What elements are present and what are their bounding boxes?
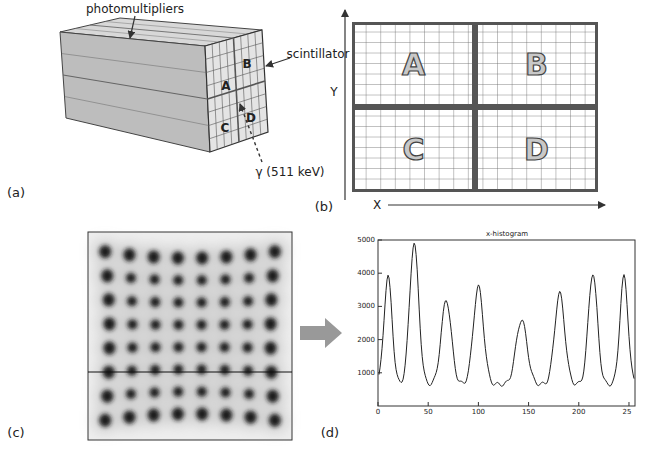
gamma-label: γ (511 keV) (255, 166, 324, 178)
axis-label: Y (330, 86, 337, 98)
detector-quadrant: C (352, 107, 475, 192)
quadrant-letter: A (402, 50, 425, 80)
detector-quadrant: D (475, 107, 598, 192)
part-label: photomultipliers (86, 3, 184, 15)
block-letter: A (221, 80, 230, 92)
tick-label: 4000 (357, 270, 375, 277)
tick-label: 3000 (357, 303, 375, 310)
quadrant-letter: B (525, 50, 548, 80)
tick-label: 150 (522, 409, 535, 416)
tick-label: 50 (424, 409, 433, 416)
tick-label: 100 (472, 409, 485, 416)
chart-title: x-histogram (486, 231, 528, 238)
tick-label: 1000 (357, 369, 375, 376)
tick-label: 5000 (357, 237, 375, 244)
tick-label: 25 (623, 409, 632, 416)
tick-label: 2000 (357, 336, 375, 343)
tick-label: 200 (572, 409, 585, 416)
block-letter: C (221, 122, 230, 134)
panel-label: (b) (315, 200, 333, 213)
panel-label: (d) (321, 426, 339, 439)
quadrant-letter: D (524, 135, 549, 165)
detector-quadrant: A (352, 22, 475, 107)
quadrant-letter: C (402, 135, 424, 165)
detector-quadrant: B (475, 22, 598, 107)
crystal-grid (62, 22, 268, 150)
block-letter: B (242, 58, 251, 70)
part-label: scintillator (287, 48, 350, 60)
panel-label: (a) (7, 186, 25, 199)
block-letter: D (246, 112, 256, 124)
axis-ticks (378, 240, 629, 406)
axis-label: X (373, 199, 381, 211)
histogram-curve (379, 243, 634, 386)
flood-map-spots (93, 241, 287, 432)
panel-label: (c) (7, 426, 24, 439)
tick-label: 0 (376, 409, 380, 416)
